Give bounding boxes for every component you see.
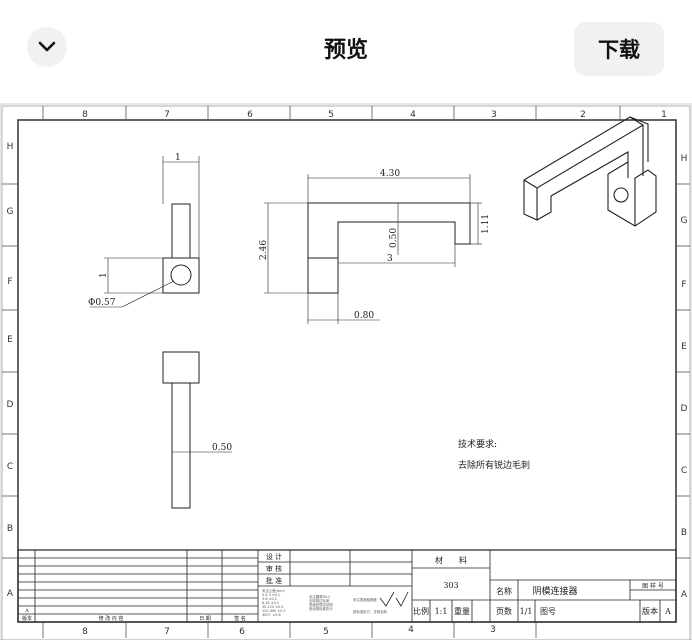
column-label: 5 — [328, 110, 334, 120]
pages-label: 页数 — [496, 606, 512, 616]
page-title: 预览 — [323, 38, 368, 63]
dimension-label: 0.80 — [354, 311, 374, 321]
dimension-label: 1 — [175, 153, 181, 163]
row-label: C — [7, 462, 13, 472]
scale-value: 1:1 — [435, 607, 448, 616]
rev-date-header: 日 期 — [199, 616, 211, 622]
row-label: H — [681, 154, 688, 164]
row-label: F — [681, 280, 686, 290]
rev-sign-header: 签 名 — [234, 615, 246, 622]
tolerance-line: 6-30 ±0.2 — [262, 601, 279, 605]
chevron-down-icon — [38, 41, 56, 52]
dimension-label: 1 — [99, 272, 109, 278]
note-line: 表面处理见说明 — [309, 602, 333, 607]
finish-note: 未注表面粗糙度 — [353, 597, 377, 602]
isometric-view — [523, 116, 657, 227]
column-label: 4 — [410, 110, 416, 120]
tolerance-line: 未注公差(mm) — [262, 588, 285, 593]
version-label: 版本 — [642, 606, 658, 616]
row-label: D — [681, 404, 688, 414]
tolerance-line: 0.5-3 ±0.1 — [262, 593, 280, 597]
column-label: 2 — [580, 110, 586, 120]
column-label: 7 — [164, 627, 170, 637]
drawing-no-label: 图号 — [540, 607, 556, 616]
row-label: H — [7, 142, 14, 152]
design-label: 设 计 — [266, 552, 282, 561]
bottom-view — [162, 351, 232, 509]
row-label: F — [7, 277, 12, 287]
column-label: 3 — [491, 110, 497, 120]
download-button[interactable]: 下载 — [574, 22, 664, 76]
row-label: A — [7, 589, 14, 599]
tolerance-line: 3-6 ±0.1 — [262, 597, 277, 601]
rev-content-header: 修 改 内 容 — [99, 615, 124, 622]
row-label: B — [681, 528, 687, 538]
weight-label: 重量 — [454, 606, 470, 616]
note-line: 去除锐边毛刺 — [309, 598, 330, 603]
tech-requirements-line: 去除所有锐边毛刺 — [458, 459, 530, 471]
row-label: G — [681, 216, 688, 226]
tolerance-line: 30-120 ±0.3 — [262, 605, 283, 609]
rev-version-header: 版本 — [22, 615, 32, 622]
dimension-label: 2.46 — [259, 240, 269, 260]
row-label: E — [7, 335, 13, 345]
column-label: 8 — [82, 110, 88, 120]
column-label: 5 — [323, 627, 329, 637]
row-label: D — [7, 400, 14, 410]
back-button[interactable] — [27, 27, 67, 67]
dimension-label: 0.50 — [389, 228, 399, 248]
top-bar: 预览 下载 — [0, 0, 692, 100]
pages-value: 1/1 — [520, 607, 533, 616]
side-view — [90, 156, 200, 308]
scale-label: 比例 — [413, 606, 429, 616]
dimension-label: 1.11 — [481, 214, 491, 234]
revision-entry: A — [24, 608, 29, 614]
title-block — [17, 549, 677, 623]
material-label: 材 料 — [435, 555, 467, 565]
row-label: E — [681, 342, 687, 352]
tech-requirements-title: 技术要求: — [458, 438, 497, 450]
column-label: 3 — [490, 625, 496, 635]
front-view — [264, 174, 482, 324]
column-label: 6 — [247, 110, 253, 120]
dimension-label: 0.50 — [212, 443, 232, 453]
note-line: 未注圆角R0.2 — [309, 594, 330, 599]
approve-label: 批 准 — [266, 576, 282, 585]
note-line: 其余按标准执行 — [309, 606, 333, 611]
version-value: A — [664, 607, 671, 616]
outer-frame — [1, 105, 691, 640]
dimension-label: Φ0.57 — [88, 298, 116, 308]
zone-ticks — [2, 106, 690, 638]
row-label: A — [681, 590, 688, 600]
part-no-label: 图 样 号 — [642, 582, 664, 590]
row-label: C — [681, 466, 687, 476]
part-name: 阴模连接器 — [532, 585, 577, 597]
column-label: 6 — [239, 627, 245, 637]
finish-note: 按标准执行，去除毛刺 — [353, 609, 388, 614]
row-label: G — [7, 207, 14, 217]
dimension-label: 3 — [387, 254, 393, 264]
tolerance-line: 120-400 ±0.5 — [262, 609, 285, 613]
tolerance-line: 400+ ±0.8 — [262, 613, 281, 617]
drawing-paper — [0, 103, 692, 640]
dimension-label: 4.30 — [380, 169, 400, 179]
column-label: 8 — [82, 627, 88, 637]
column-label: 1 — [661, 110, 667, 120]
material-value: 303 — [443, 581, 458, 590]
row-label: B — [7, 524, 13, 534]
name-label: 名称 — [496, 586, 512, 596]
review-label: 审 核 — [266, 564, 282, 573]
column-label: 7 — [164, 110, 170, 120]
column-label: 4 — [408, 625, 414, 635]
